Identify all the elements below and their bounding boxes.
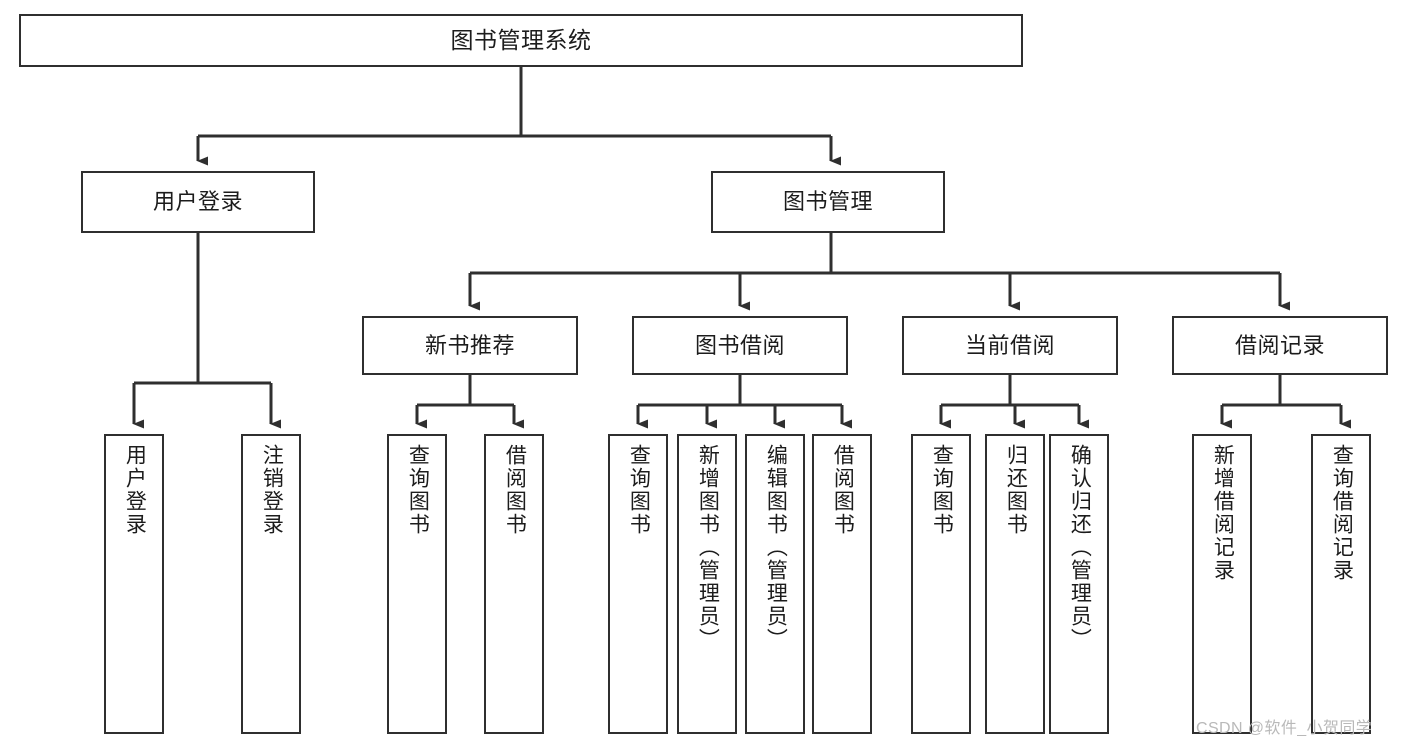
- node-leaf-confirm-return-admin-label: 确认归还（管理员）: [1068, 444, 1092, 651]
- node-borrow-record-label: 借阅记录: [1234, 332, 1325, 358]
- node-leaf-query-borrow-record[interactable]: 查询借阅记录: [1311, 434, 1371, 734]
- csdn-watermark: CSDN @软件_小贺同学: [1196, 720, 1373, 737]
- node-leaf-query-book-2[interactable]: 查询图书: [608, 434, 668, 734]
- node-leaf-borrow-book-2-label: 借阅图书: [831, 444, 855, 536]
- node-book-borrow-label: 图书借阅: [694, 332, 785, 358]
- node-current-borrow-label: 当前借阅: [964, 332, 1055, 358]
- node-leaf-query-borrow-record-label: 查询借阅记录: [1330, 444, 1354, 582]
- node-leaf-borrow-book-2[interactable]: 借阅图书: [812, 434, 872, 734]
- node-leaf-user-login[interactable]: 用户登录: [104, 434, 164, 734]
- node-book-management[interactable]: 图书管理: [711, 171, 945, 233]
- node-leaf-add-borrow-record[interactable]: 新增借阅记录: [1192, 434, 1252, 734]
- node-root-label: 图书管理系统: [450, 27, 592, 54]
- node-leaf-query-book-2-label: 查询图书: [627, 444, 651, 536]
- node-leaf-user-login-label: 用户登录: [123, 444, 147, 536]
- node-new-book-recommend-label: 新书推荐: [424, 332, 515, 358]
- node-leaf-query-book-3[interactable]: 查询图书: [911, 434, 971, 734]
- node-user-login-label: 用户登录: [152, 189, 243, 215]
- node-leaf-return-book[interactable]: 归还图书: [985, 434, 1045, 734]
- node-leaf-edit-book-admin[interactable]: 编辑图书（管理员）: [745, 434, 805, 734]
- node-book-borrow[interactable]: 图书借阅: [632, 316, 848, 375]
- node-leaf-user-logout-label: 注销登录: [260, 444, 284, 536]
- node-root[interactable]: 图书管理系统: [19, 14, 1023, 67]
- node-current-borrow[interactable]: 当前借阅: [902, 316, 1118, 375]
- node-user-login[interactable]: 用户登录: [81, 171, 315, 233]
- node-leaf-query-book-1[interactable]: 查询图书: [387, 434, 447, 734]
- node-leaf-add-book-admin[interactable]: 新增图书（管理员）: [677, 434, 737, 734]
- node-leaf-user-logout[interactable]: 注销登录: [241, 434, 301, 734]
- node-leaf-add-book-admin-label: 新增图书（管理员）: [696, 444, 720, 651]
- node-leaf-edit-book-admin-label: 编辑图书（管理员）: [764, 444, 788, 651]
- node-leaf-borrow-book-1[interactable]: 借阅图书: [484, 434, 544, 734]
- node-leaf-confirm-return-admin[interactable]: 确认归还（管理员）: [1049, 434, 1109, 734]
- node-leaf-query-book-1-label: 查询图书: [406, 444, 430, 536]
- node-new-book-recommend[interactable]: 新书推荐: [362, 316, 578, 375]
- node-leaf-query-book-3-label: 查询图书: [930, 444, 954, 536]
- node-leaf-borrow-book-1-label: 借阅图书: [503, 444, 527, 536]
- node-leaf-add-borrow-record-label: 新增借阅记录: [1211, 444, 1235, 582]
- node-leaf-return-book-label: 归还图书: [1004, 444, 1028, 536]
- node-book-management-label: 图书管理: [782, 189, 873, 215]
- node-borrow-record[interactable]: 借阅记录: [1172, 316, 1388, 375]
